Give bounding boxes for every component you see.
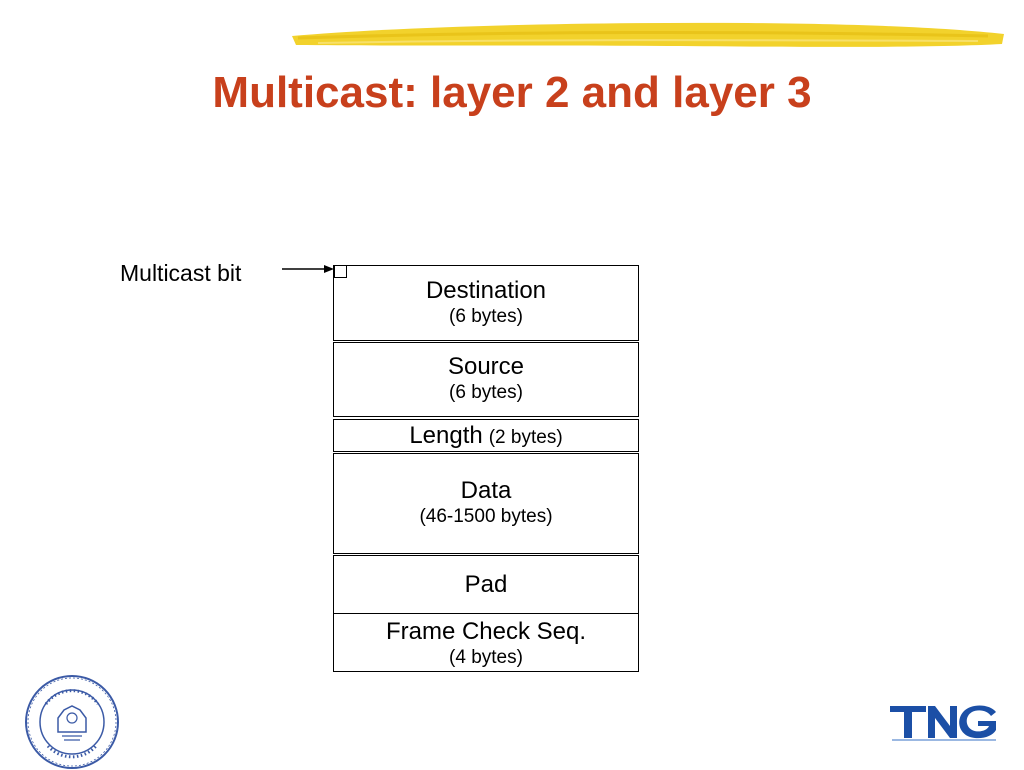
field-size: (4 bytes) — [449, 647, 523, 668]
field-size: (6 bytes) — [449, 382, 523, 403]
field-name: Source — [447, 353, 525, 380]
frame-field-length: Length(2 bytes) — [333, 419, 639, 452]
field-name: Destination — [425, 277, 547, 304]
frame-field-pad: Pad — [333, 555, 639, 614]
field-name: Frame Check Seq. — [385, 618, 587, 645]
multicast-bit-label: Multicast bit — [120, 260, 242, 286]
frame-field-destination: Destination (6 bytes) — [333, 265, 639, 341]
highlighter-stroke — [292, 22, 1004, 47]
slide-title: Multicast: layer 2 and layer 3 — [212, 68, 812, 117]
field-size: (46-1500 bytes) — [419, 506, 553, 527]
field-name: Pad — [464, 571, 508, 598]
frame-field-data: Data (46-1500 bytes) — [333, 453, 639, 554]
arrow-right-icon — [282, 265, 334, 273]
field-name: Length — [409, 422, 483, 449]
politecnico-seal-logo — [25, 675, 119, 769]
field-size: (6 bytes) — [449, 306, 523, 327]
field-name: Data — [460, 477, 512, 504]
frame-field-fcs: Frame Check Seq. (4 bytes) — [333, 613, 639, 672]
field-size: (2 bytes) — [488, 427, 563, 448]
multicast-bit-box — [334, 265, 347, 278]
tng-logo — [890, 705, 996, 741]
frame-field-source: Source (6 bytes) — [333, 342, 639, 417]
